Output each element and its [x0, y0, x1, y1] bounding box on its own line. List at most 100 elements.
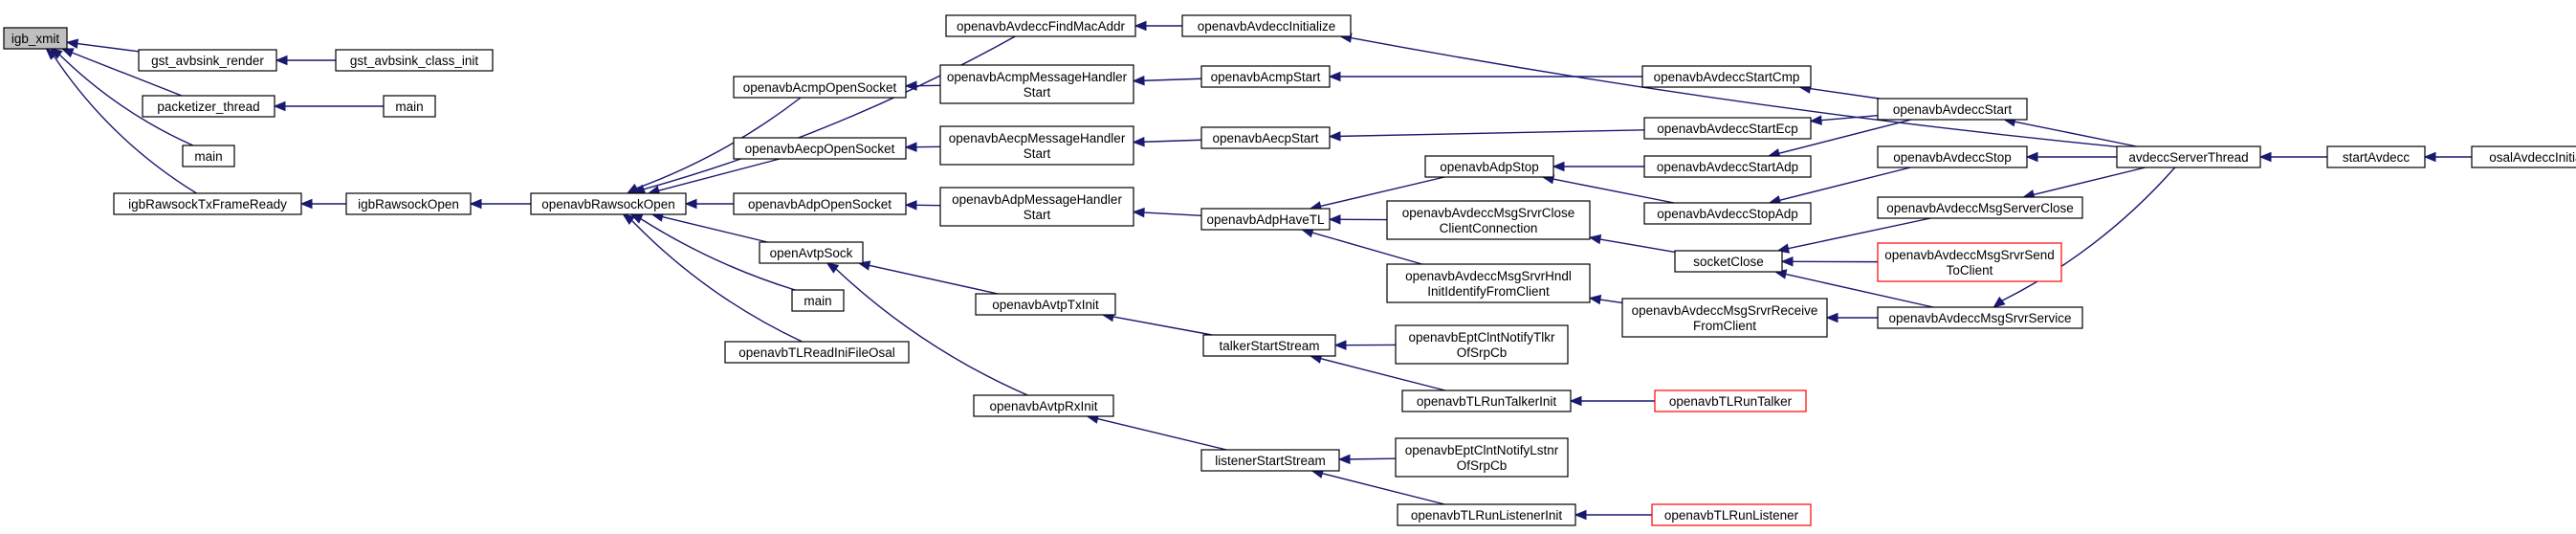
arrowhead-icon — [1333, 340, 1347, 350]
arrowhead-icon — [1328, 214, 1341, 225]
call-edge — [1349, 457, 1397, 460]
call-edge — [1820, 114, 1879, 122]
node-box — [1424, 155, 1554, 178]
function-node-openavbavdeccmsgsrvrcloseclientconnection[interactable]: openavbAvdeccMsgSrvrCloseClientConnectio… — [1386, 200, 1591, 240]
node-box — [138, 49, 277, 72]
function-node-openavtpsock[interactable]: openAvtpSock — [759, 241, 864, 264]
node-box — [939, 125, 1134, 166]
arrowhead-icon — [65, 38, 79, 49]
arrowhead-icon — [622, 213, 635, 225]
function-node-gst-avbsink-class-init[interactable]: gst_avbsink_class_init — [335, 49, 494, 72]
function-node-openavbadpstop[interactable]: openavbAdpStop — [1424, 155, 1554, 178]
function-node-openavbtlrunlistenerinit[interactable]: openavbTLRunListenerInit — [1397, 503, 1576, 526]
arrowhead-icon — [1993, 296, 2006, 308]
function-node-startavdecc[interactable]: startAvdecc — [2326, 145, 2426, 168]
function-node-openavbacmpstart[interactable]: openavbAcmpStart — [1200, 65, 1331, 88]
function-node-gst-avbsink-render[interactable]: gst_avbsink_render — [138, 49, 277, 72]
function-node-openavbavdeccmsgserverclose[interactable]: openavbAvdeccMsgServerClose — [1877, 196, 2083, 219]
function-node-openavbavdeccmsgsrvrhndlinitidentifyfromclient[interactable]: openavbAvdeccMsgSrvrHndlInitIdentifyFrom… — [1386, 263, 1591, 303]
function-node-osalavdeccinitialize[interactable]: osalAvdeccInitialize — [2471, 145, 2576, 168]
function-node-main-1[interactable]: main — [383, 95, 436, 118]
node-box — [3, 27, 68, 50]
function-node-igbrawsocktxframeready[interactable]: igbRawsockTxFrameReady — [113, 192, 302, 215]
call-edge — [1143, 211, 1202, 217]
node-label: ClientConnection — [1440, 221, 1538, 235]
function-node-openavbavdeccmsgsrvrservice[interactable]: openavbAvdeccMsgSrvrService — [1877, 306, 2083, 329]
node-box — [1395, 324, 1569, 365]
call-edge — [1320, 176, 1445, 208]
function-node-openavbtlrunlistener[interactable]: openavbTLRunListener — [1651, 503, 1812, 526]
arrowhead-icon — [275, 55, 288, 66]
arrowhead-icon — [1574, 509, 1587, 521]
function-node-talkerstartstream[interactable]: talkerStartStream — [1202, 334, 1336, 357]
node-label: listenerStartStream — [1215, 454, 1326, 468]
node-box — [530, 192, 687, 215]
node-box — [2471, 145, 2576, 168]
call-edge — [2033, 167, 2146, 196]
function-node-main-3[interactable]: main — [791, 289, 845, 312]
node-box — [1654, 389, 1807, 412]
node-label: FromClient — [1693, 319, 1756, 333]
node-label: openavbAcmpStart — [1211, 70, 1321, 84]
node-box — [939, 64, 1134, 104]
function-node-openavbavdeccstop[interactable]: openavbAvdeccStop — [1877, 145, 2028, 168]
function-node-igb-xmit[interactable]: igb_xmit — [3, 27, 68, 50]
function-node-openavbaecpstart[interactable]: openavbAecpStart — [1200, 126, 1331, 149]
function-node-openavbavdeccfindmacaddr[interactable]: openavbAvdeccFindMacAddr — [945, 14, 1136, 37]
call-edge — [1778, 119, 1912, 154]
function-node-openavbavtptxinit[interactable]: openavbAvtpTxInit — [975, 293, 1116, 316]
arrowhead-icon — [1552, 161, 1565, 172]
function-node-openavbavdeccinitialize[interactable]: openavbAvdeccInitialize — [1181, 14, 1352, 37]
node-box — [939, 187, 1134, 227]
function-node-openavbadpopensocket[interactable]: openavbAdpOpenSocket — [733, 192, 907, 215]
call-edge — [1788, 217, 1931, 250]
arrowhead-icon — [1588, 294, 1602, 305]
function-node-openavbavtprxinit[interactable]: openavbAvtpRxInit — [973, 394, 1114, 417]
function-node-socketclose[interactable]: socketClose — [1674, 250, 1783, 273]
node-label: main — [804, 294, 831, 308]
function-node-openavbtlruntalkerinit[interactable]: openavbTLRunTalkerInit — [1401, 389, 1572, 412]
function-node-openavbtlruntalker[interactable]: openavbTLRunTalker — [1654, 389, 1807, 412]
node-box — [1200, 208, 1331, 231]
arrowhead-icon — [626, 183, 640, 194]
node-label: gst_avbsink_render — [151, 54, 264, 68]
function-node-openavbaecpopensocket[interactable]: openavbAecpOpenSocket — [733, 137, 907, 160]
node-box — [724, 341, 910, 364]
node-label: igbRawsockOpen — [358, 197, 459, 211]
function-node-igbrawsockopen[interactable]: igbRawsockOpen — [345, 192, 472, 215]
function-node-openavbavdeccstopadp[interactable]: openavbAvdeccStopAdp — [1643, 202, 1812, 225]
node-label: openavbTLRunListenerInit — [1411, 508, 1563, 523]
call-edge — [1143, 78, 1202, 81]
node-box — [1202, 334, 1336, 357]
node-label: openavbTLReadIniFileOsal — [738, 345, 895, 360]
function-node-openavbavdeccstartcmp[interactable]: openavbAvdeccStartCmp — [1641, 65, 1812, 88]
function-node-main-2[interactable]: main — [182, 145, 235, 167]
function-node-openavbrawsockopen[interactable]: openavbRawsockOpen — [530, 192, 687, 215]
function-node-openavbacmpopensocket[interactable]: openavbAcmpOpenSocket — [733, 76, 907, 99]
call-edge — [869, 264, 999, 295]
function-node-avdeccserverthread[interactable]: avdeccServerThread — [2116, 145, 2261, 168]
function-node-openavbavdeccstartadp[interactable]: openavbAvdeccStartAdp — [1643, 155, 1812, 178]
node-label: openavbAdpStop — [1440, 160, 1539, 174]
call-edge — [662, 215, 768, 243]
function-node-packetizer-thread[interactable]: packetizer_thread — [142, 95, 275, 118]
arrowhead-icon — [45, 48, 58, 60]
node-box — [1397, 503, 1576, 526]
node-box — [1877, 196, 2083, 219]
function-node-openavbtlreadinifileosal[interactable]: openavbTLReadIniFileOsal — [724, 341, 910, 364]
node-label: talkerStartStream — [1219, 339, 1319, 353]
function-node-openavbavdeccstart[interactable]: openavbAvdeccStart — [1877, 98, 2028, 121]
function-node-listenerstartstream[interactable]: listenerStartStream — [1200, 449, 1340, 472]
node-label: InitIdentifyFromClient — [1427, 284, 1550, 299]
function-node-openavbavdeccstartecp[interactable]: openavbAvdeccStartEcp — [1643, 117, 1812, 140]
function-node-openavbadphavetl[interactable]: openavbAdpHaveTL — [1200, 208, 1331, 231]
node-box — [113, 192, 302, 215]
call-edge — [1112, 316, 1213, 336]
